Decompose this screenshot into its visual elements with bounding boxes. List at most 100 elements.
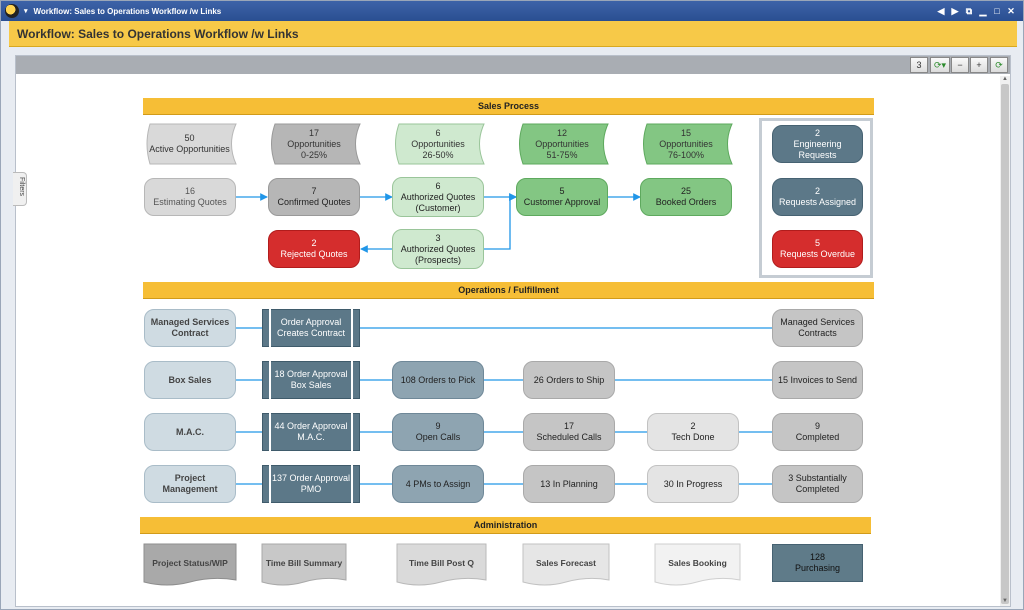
opportunities-26-50-node[interactable]: 6 Opportunities 26-50% [392,124,484,164]
node-label: Active Opportunities [149,144,230,154]
mac-approval-node[interactable]: 44 Order Approval M.A.C. [262,413,360,451]
time-bill-summary-report[interactable]: Time Bill Summary [265,558,343,568]
box-sales-approval-node[interactable]: 18 Order Approval Box Sales [262,361,360,399]
orders-to-pick-node[interactable]: 108 Orders to Pick [392,361,484,399]
open-calls-node[interactable]: 9 Open Calls [392,413,484,451]
refresh-icon[interactable]: ⟳ [990,57,1008,73]
node-count: 2 [814,127,820,138]
app-logo-icon[interactable] [5,4,19,18]
popout-icon[interactable]: ⧉ [965,6,973,16]
forward-icon[interactable]: ▶ [951,6,959,16]
sales-forecast-report[interactable]: Sales Forecast [535,558,596,568]
node-label-2: (Customer) [415,202,461,213]
node-label-2: (Prospects) [414,254,461,265]
scroll-up-icon[interactable]: ▲ [1002,76,1008,82]
opportunities-51-75-node[interactable]: 12 Opportunities 51-75% [516,124,608,164]
refresh-menu-icon[interactable]: ⟳▾ [930,57,950,73]
node-label: 137 Order Approval [271,473,351,483]
invoices-to-send-node[interactable]: 15 Invoices to Send [772,361,863,399]
managed-services-contract-node[interactable]: Managed Services Contract [144,309,236,347]
node-label-2: Contract [171,328,209,338]
pms-to-assign-node[interactable]: 4 PMs to Assign [392,465,484,503]
requests-overdue-node[interactable]: 5 Requests Overdue [772,230,863,268]
authorized-quotes-prospects-node[interactable]: 3 Authorized Quotes (Prospects) [392,229,484,269]
node-label: Booked Orders [655,197,717,207]
mac-node[interactable]: M.A.C. [144,413,236,451]
node-label: 15 Invoices to Send [777,374,858,385]
authorized-quotes-customer-node[interactable]: 6 Authorized Quotes (Customer) [392,177,484,217]
maximize-icon[interactable]: □ [994,6,1000,16]
opportunities-0-25-node[interactable]: 17 Opportunities 0-25% [268,124,360,164]
node-count: 17 [563,421,574,431]
completed-node[interactable]: 9 Completed [772,413,863,451]
close-icon[interactable]: ✕ [1007,6,1015,16]
node-count: 17 [308,127,319,138]
sales-process-header: Sales Process [143,98,874,115]
confirmed-quotes-node[interactable]: 7 Confirmed Quotes [268,178,360,216]
node-count: 5 [814,238,820,248]
node-label: Managed Services [150,317,230,327]
customer-approval-node[interactable]: 5 Customer Approval [516,178,608,216]
sales-booking-report[interactable]: Sales Booking [668,558,727,568]
node-label: Rejected Quotes [280,249,348,259]
node-range: 76-100% [667,149,705,160]
zoom-in-icon[interactable]: + [970,57,988,73]
page-header: Workflow: Sales to Operations Workflow /… [9,21,1017,47]
orders-to-ship-node[interactable]: 26 Orders to Ship [523,361,615,399]
filters-tab[interactable]: Filters [13,172,27,206]
node-label: Engineering [793,138,842,149]
project-status-wip-report[interactable]: Project Status/WIP [152,558,228,568]
node-range: 26-50% [422,149,454,160]
node-count: 2 [690,421,696,431]
requests-assigned-node[interactable]: 2 Requests Assigned [772,178,863,216]
opportunities-76-100-node[interactable]: 15 Opportunities 76-100% [640,124,732,164]
back-icon[interactable]: ◀ [937,6,945,16]
node-label: 3 Substantially [788,473,847,483]
in-progress-node[interactable]: 30 In Progress [647,465,739,503]
node-count: 6 [435,180,441,191]
minimize-icon[interactable]: ▁ [979,6,987,16]
title-bar: ▾ Workflow: Sales to Operations Workflow… [1,1,1023,21]
node-label: 13 In Planning [540,478,598,489]
scheduled-calls-node[interactable]: 17 Scheduled Calls [523,413,615,451]
in-planning-node[interactable]: 13 In Planning [523,465,615,503]
box-sales-node[interactable]: Box Sales [144,361,236,399]
tag-shape-opp-26-50 [395,123,485,165]
node-label: Scheduled Calls [536,432,602,442]
node-label: Estimating Quotes [153,197,227,207]
administration-header: Administration [140,517,871,534]
node-label-2: Requests [798,149,837,160]
workflow-toolbar: 3 ⟳▾ − + ⟳ [16,56,1010,74]
node-count: 25 [680,186,691,196]
active-opportunities-node[interactable]: 50 Active Opportunities [143,124,236,164]
pmo-approval-node[interactable]: 137 Order Approval PMO [262,465,360,503]
scroll-down-icon[interactable]: ▼ [1002,598,1008,604]
managed-services-contracts-node[interactable]: Managed Services Contracts [772,309,863,347]
node-count: 9 [814,421,820,431]
booked-orders-node[interactable]: 25 Booked Orders [640,178,732,216]
substantially-completed-node[interactable]: 3 Substantially Completed [772,465,863,503]
estimating-quotes-node[interactable]: 16 Estimating Quotes [144,178,236,216]
node-count: 12 [556,127,567,138]
engineering-requests-node[interactable]: 2 Engineering Requests [772,125,863,163]
node-label: 30 In Progress [663,478,723,489]
node-label-2: Completed [795,484,840,494]
node-label: 44 Order Approval [274,421,348,431]
rejected-quotes-node[interactable]: 2 Rejected Quotes [268,230,360,268]
caret-down-icon[interactable]: ▾ [24,8,28,15]
node-label: Requests Assigned [778,197,857,207]
tag-shape-opp-51-75 [519,123,609,165]
project-management-node[interactable]: Project Management [144,465,236,503]
tech-done-node[interactable]: 2 Tech Done [647,413,739,451]
scroll-thumb[interactable] [1001,84,1009,604]
vertical-scrollbar[interactable]: ▲ ▼ [1000,76,1010,606]
zoom-out-icon[interactable]: − [951,57,969,73]
time-bill-post-q-report[interactable]: Time Bill Post Q [408,558,475,568]
order-approval-contract-node[interactable]: Order Approval Creates Contract [262,309,360,347]
node-label: Customer Approval [523,197,601,207]
node-label: Requests Overdue [779,249,856,259]
purchasing-node[interactable]: 128 Purchasing [772,544,863,582]
